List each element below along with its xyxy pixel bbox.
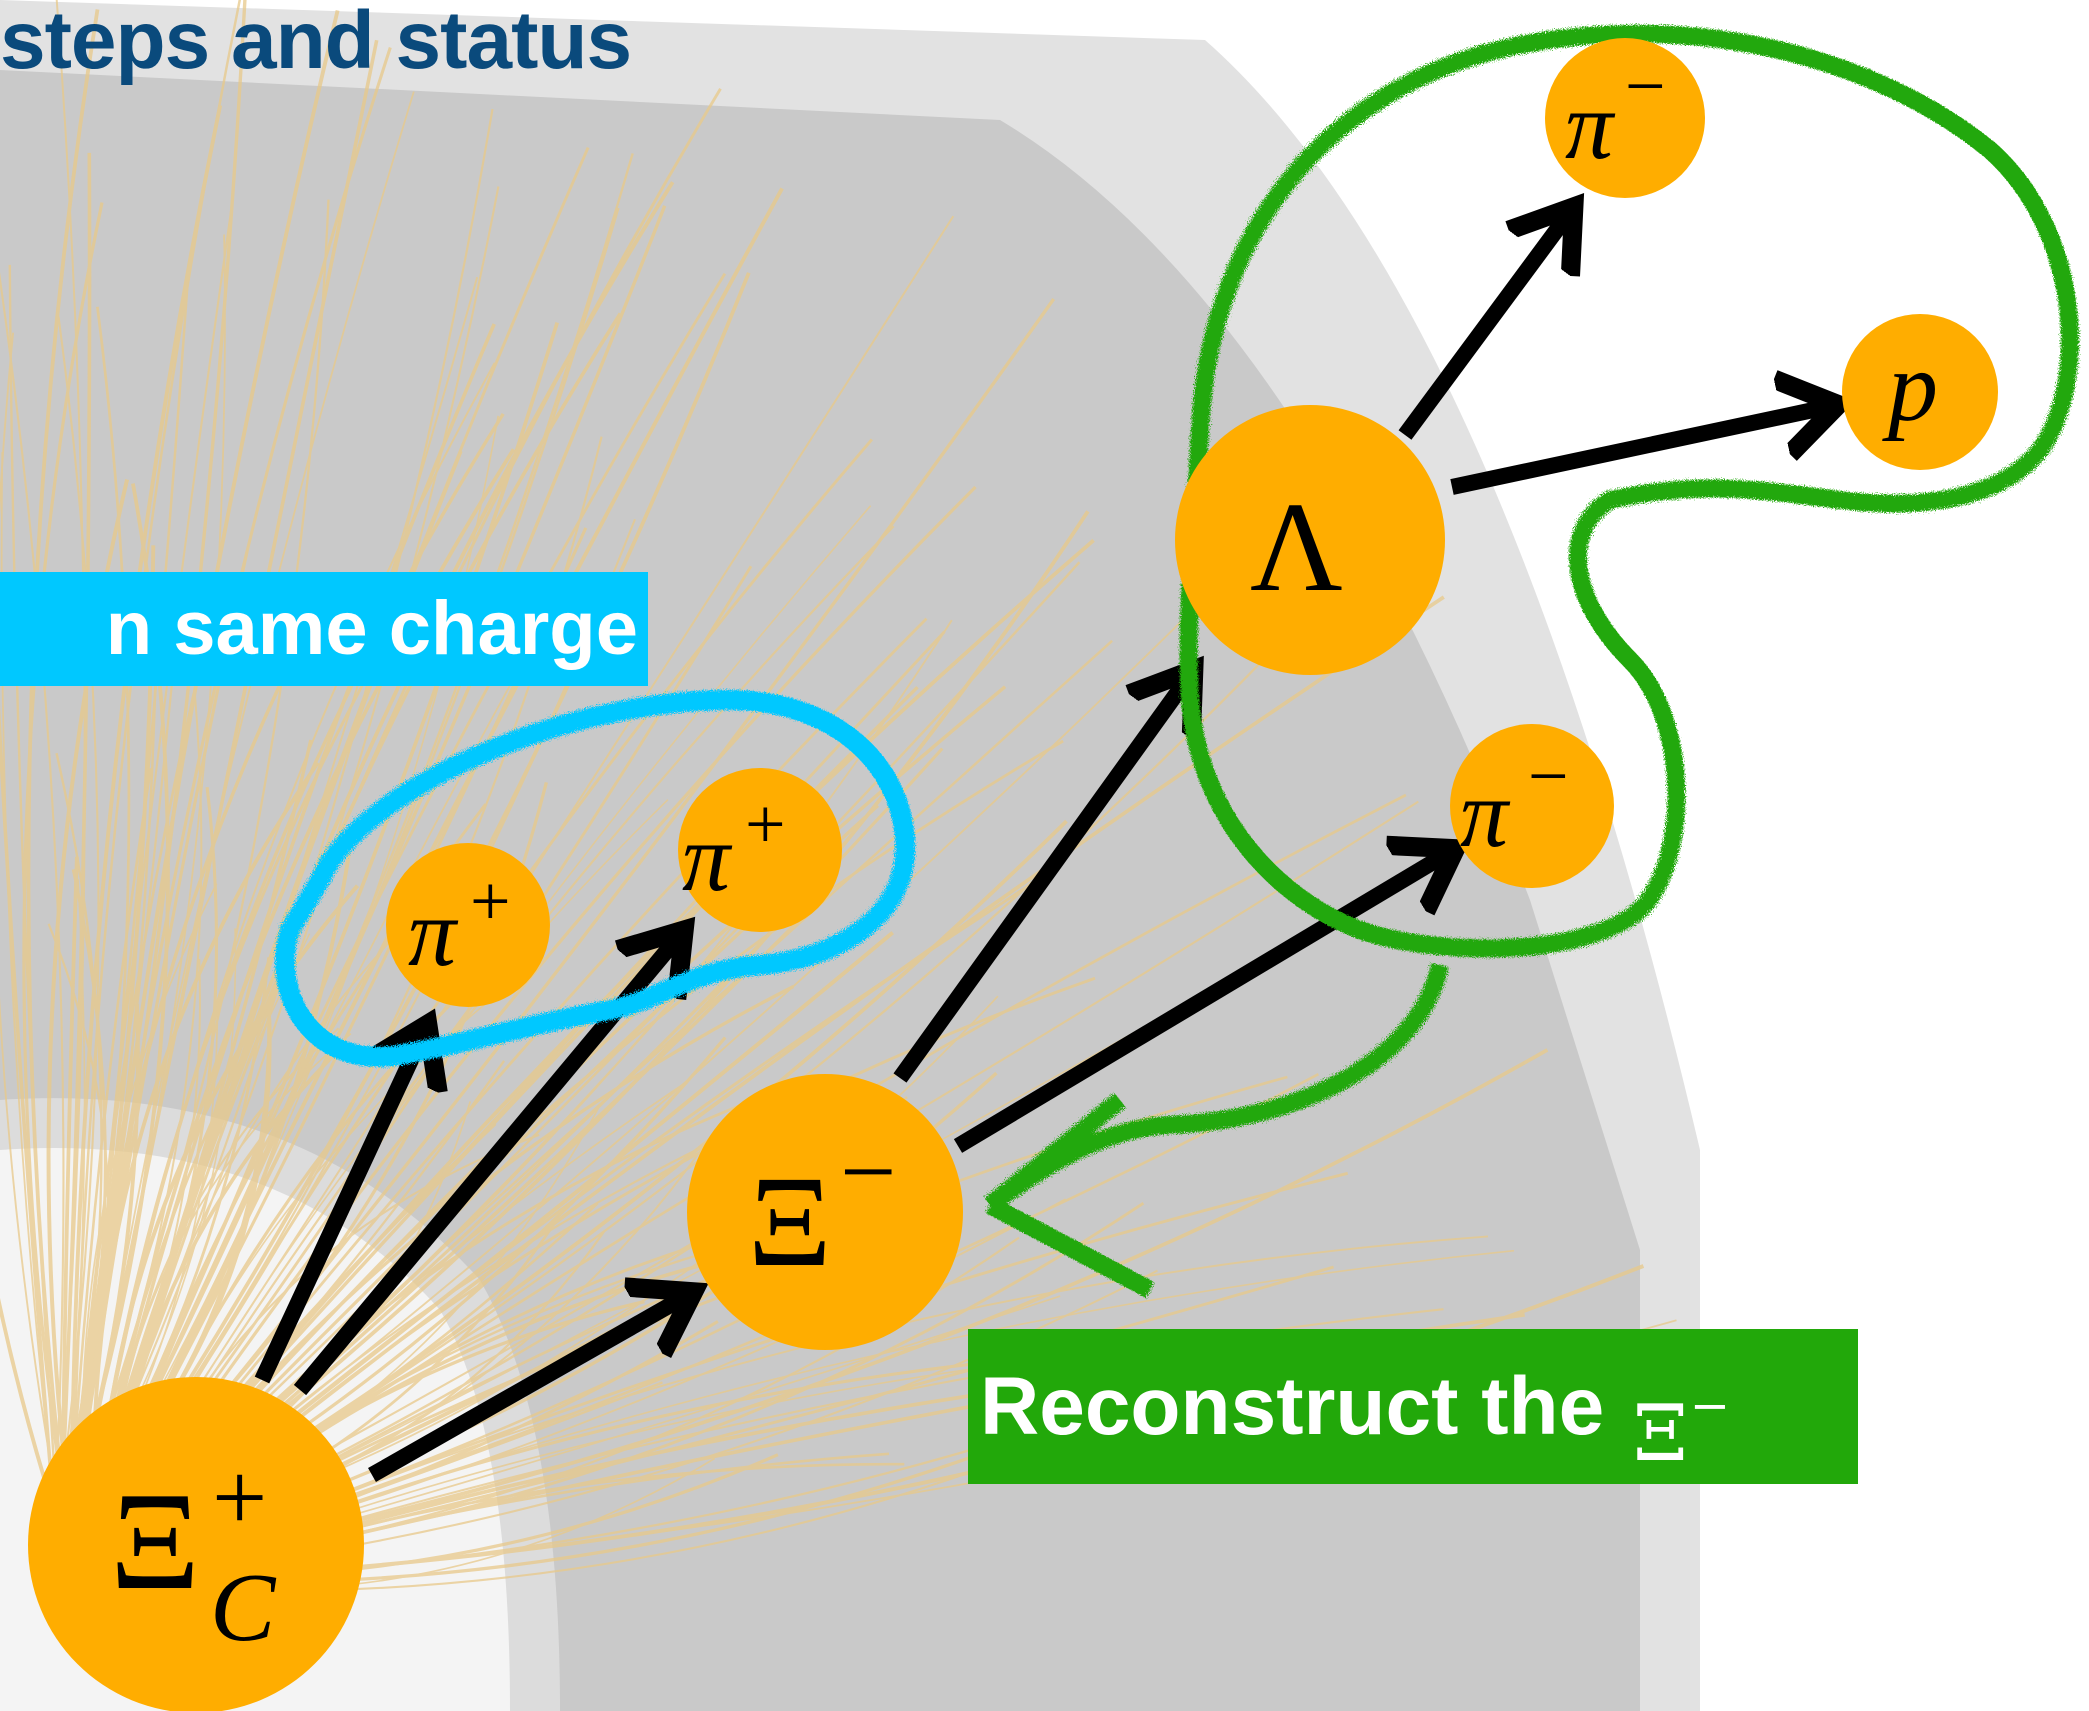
particle-xi-c-circle xyxy=(28,1377,364,1711)
particle-pi-plus-2-circle xyxy=(678,768,842,932)
pi-plus-2-sup: + xyxy=(745,784,786,864)
particle-proton: p xyxy=(1842,314,1998,470)
reconstruct-sup: − xyxy=(1689,1378,1731,1434)
same-charge-highlight xyxy=(275,689,916,1067)
track xyxy=(0,1297,55,1508)
pi-plus-1-sup: + xyxy=(470,861,511,941)
arrow-ximinus-to-piminus xyxy=(953,852,1450,1153)
particle-xi-c: Ξ + C xyxy=(28,1377,364,1711)
arrow-xic-to-ximinus xyxy=(368,1295,688,1482)
particle-pi-plus-2: π + xyxy=(678,768,842,932)
particle-xi-minus-circle xyxy=(687,1074,963,1350)
xi-c-sub: C xyxy=(210,1554,277,1662)
track xyxy=(72,550,249,1524)
proton-symbol: p xyxy=(1882,331,1938,442)
track xyxy=(69,105,223,1492)
track xyxy=(22,202,104,1498)
reconstruct-symbol: Ξ xyxy=(1633,1389,1688,1479)
track xyxy=(132,617,928,1519)
track xyxy=(55,0,86,1490)
decay-arrows xyxy=(254,212,1832,1482)
track xyxy=(0,271,65,1502)
reconstruct-xi-symbol: Ξ− xyxy=(1633,1329,1730,1512)
track xyxy=(90,322,559,1520)
track xyxy=(87,108,494,1502)
track xyxy=(91,761,320,1492)
reconstruct-text: Reconstruct the xyxy=(980,1361,1605,1452)
particle-lambda-circle xyxy=(1175,405,1445,675)
pi-plus-2-symbol: π xyxy=(682,804,733,911)
xi-c-symbol: Ξ xyxy=(110,1464,200,1619)
slide-title: steps and status xyxy=(0,0,632,86)
particle-lambda: Λ xyxy=(1175,405,1445,675)
particle-pi-minus-xi: π − xyxy=(1450,724,1614,888)
track xyxy=(118,485,977,1529)
same-charge-label: n same charge xyxy=(0,572,648,686)
track xyxy=(0,332,58,1496)
svg-text:Ξ: Ξ xyxy=(110,1464,200,1619)
particle-pi-minus-xi-circle xyxy=(1450,724,1614,888)
pi-minus-lambda-sup: − xyxy=(1625,46,1666,126)
particle-pi-minus-lambda: π − xyxy=(1545,38,1705,198)
pi-plus-1-symbol: π xyxy=(408,879,459,986)
track xyxy=(70,768,152,1493)
track xyxy=(55,752,103,1522)
xi-c-sup: + xyxy=(212,1444,267,1552)
arrow-lambda-to-proton xyxy=(1450,406,1832,495)
pi-minus-lambda-symbol: π xyxy=(1565,72,1616,179)
arrow-lambda-to-piminus xyxy=(1398,212,1570,440)
particle-proton-circle xyxy=(1842,314,1998,470)
reconstruct-label: Reconstruct the Ξ− xyxy=(968,1329,1858,1484)
particle-pi-plus-1: π + xyxy=(386,843,550,1007)
xi-minus-sup: − xyxy=(840,1116,896,1227)
track xyxy=(0,704,56,1506)
track xyxy=(121,298,1056,1519)
pi-minus-xi-symbol: π xyxy=(1460,760,1511,867)
lambda-symbol: Λ xyxy=(1250,476,1343,618)
track xyxy=(91,362,496,1508)
track xyxy=(60,856,79,1492)
particle-xi-minus: Ξ − xyxy=(687,1074,963,1350)
particle-pi-plus-1-circle xyxy=(386,843,550,1007)
track xyxy=(131,561,1081,1528)
track xyxy=(57,316,100,1502)
track xyxy=(68,574,159,1499)
particles: Ξ + C π + π + Ξ − Λ xyxy=(28,38,1998,1711)
arrow-xic-to-piplus1 xyxy=(254,1030,425,1384)
pi-minus-xi-sup: − xyxy=(1528,736,1569,816)
lambda-highlight xyxy=(984,24,2079,1298)
track xyxy=(92,88,722,1524)
same-charge-text: n same charge xyxy=(105,586,638,671)
track xyxy=(100,205,667,1504)
track xyxy=(106,187,784,1507)
xi-minus-symbol: Ξ xyxy=(748,1150,832,1294)
arrow-ximinus-to-lambda xyxy=(893,675,1190,1083)
track xyxy=(94,323,496,1495)
track xyxy=(156,1048,1549,1566)
particle-pi-minus-lambda-circle xyxy=(1545,38,1705,198)
